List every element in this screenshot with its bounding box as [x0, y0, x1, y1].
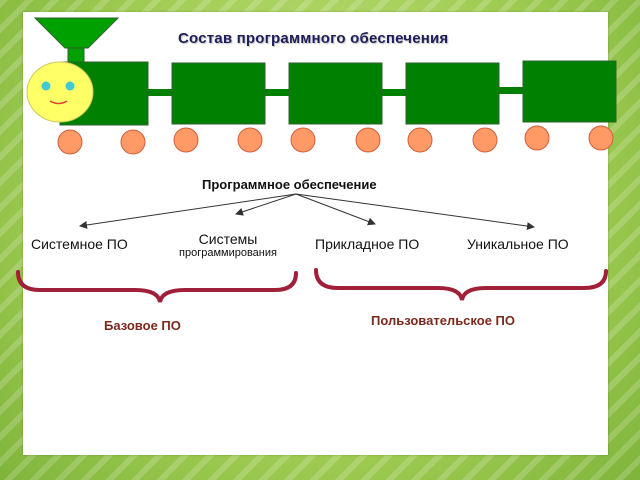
- group-label-base: Базовое ПО: [104, 318, 181, 333]
- coupler: [499, 87, 523, 94]
- train-illustration: [26, 17, 617, 155]
- arrow-to-unique: [295, 193, 535, 231]
- node-system-software: Системное ПО: [31, 236, 128, 252]
- node-programming-line1: Системы: [198, 231, 258, 247]
- group-label-user: Пользовательское ПО: [371, 313, 515, 328]
- arrow-to-system: [79, 193, 297, 229]
- chimney: [67, 47, 85, 63]
- funnel-icon: [33, 17, 120, 49]
- arrow-to-applied: [295, 193, 376, 226]
- wagon: [522, 60, 617, 123]
- arrow-to-programming: [235, 193, 297, 216]
- node-unique-software: Уникальное ПО: [467, 236, 569, 252]
- mouth: [49, 100, 68, 105]
- wheel-icon: [524, 125, 550, 151]
- eye-icon: [65, 81, 75, 91]
- wheel-icon: [355, 127, 381, 153]
- node-programming-systems: Системы программирования: [170, 232, 286, 260]
- wheel-icon: [57, 129, 83, 155]
- node-applied-software: Прикладное ПО: [315, 236, 420, 252]
- brace-user: [314, 268, 608, 301]
- wagon: [288, 62, 383, 125]
- coupler: [148, 89, 172, 96]
- wheel-icon: [120, 129, 146, 155]
- eye-icon: [41, 81, 51, 91]
- smiley-face-icon: [26, 61, 94, 123]
- brace-base: [16, 270, 298, 303]
- connector-arrows: [79, 193, 535, 231]
- coupler: [382, 89, 406, 96]
- wagon: [171, 62, 266, 125]
- slide-title: Состав программного обеспечения: [178, 30, 449, 47]
- wheel-icon: [588, 125, 614, 151]
- wheel-icon: [237, 127, 263, 153]
- root-node-label: Программное обеспечение: [202, 177, 377, 192]
- node-programming-line2: программирования: [179, 247, 277, 259]
- coupler: [265, 89, 289, 96]
- wheel-icon: [472, 127, 498, 153]
- wheel-icon: [290, 127, 316, 153]
- wagon: [405, 62, 500, 125]
- wheel-icon: [173, 127, 199, 153]
- wheel-icon: [407, 127, 433, 153]
